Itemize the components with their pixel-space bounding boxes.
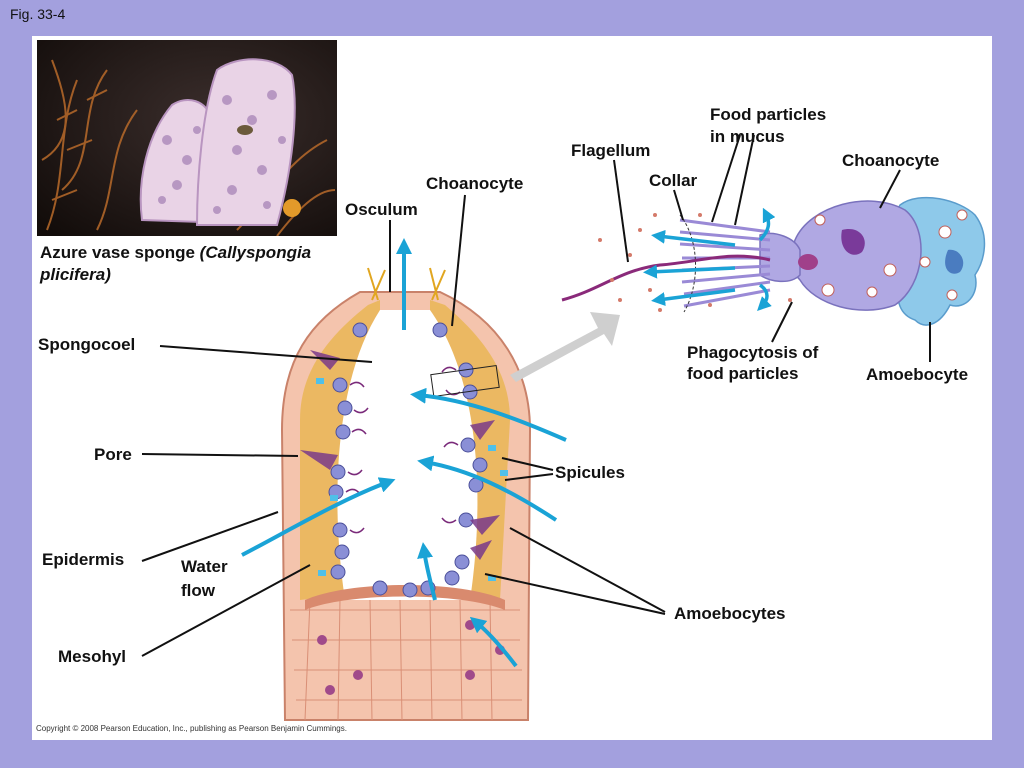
choanocyte-detail [562,198,984,325]
label-amoebocytes: Amoebocytes [674,603,785,625]
leader-lines [142,135,930,656]
caption-common-name: Azure vase sponge [40,243,200,262]
label-phagocytosis-2: food particles [687,363,798,385]
label-spongocoel: Spongocoel [38,334,135,356]
label-pore: Pore [94,444,132,466]
caption-scientific-name-2: plicifera) [40,265,111,284]
label-epidermis: Epidermis [42,549,124,571]
label-spicules: Spicules [555,462,625,484]
zoom-callout-arrow [510,312,620,382]
caption-scientific-name-1: (Callyspongia [200,243,311,262]
copyright-notice: Copyright © 2008 Pearson Education, Inc.… [36,724,347,733]
label-food-particles-2: in mucus [710,126,785,148]
label-mesohyl: Mesohyl [58,646,126,668]
photo-caption: Azure vase sponge (Callyspongia plicifer… [40,242,311,286]
label-amoebocyte: Amoebocyte [866,364,968,386]
label-water-flow-2: flow [181,580,215,602]
label-osculum: Osculum [345,199,418,221]
label-food-particles-1: Food particles [710,104,826,126]
label-flagellum: Flagellum [571,140,650,162]
label-phagocytosis-1: Phagocytosis of [687,342,818,364]
label-choanocyte-detail: Choanocyte [842,150,939,172]
label-collar: Collar [649,170,697,192]
label-choanocyte-main: Choanocyte [426,173,523,195]
label-water-flow-1: Water [181,556,228,578]
